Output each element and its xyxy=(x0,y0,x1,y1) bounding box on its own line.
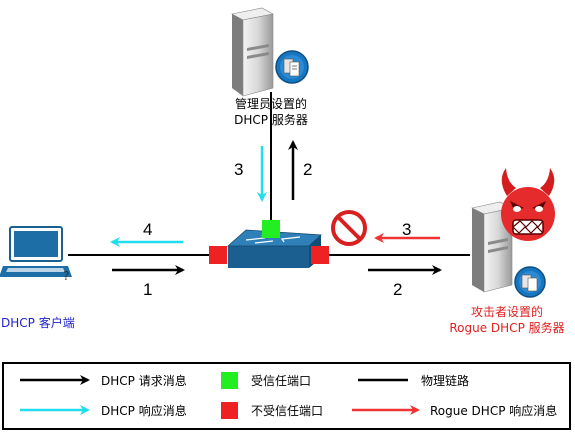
server-badge-icon xyxy=(514,266,546,298)
rogue-server: 攻击者设置的 Rogue DHCP 服务器 xyxy=(449,168,565,335)
step-2-label-right: 2 xyxy=(393,280,402,299)
admin-server-label-line1: 管理员设置的 xyxy=(235,96,307,111)
question-mark-icon: ? xyxy=(63,269,69,283)
switch xyxy=(209,220,329,268)
server-icon xyxy=(471,201,513,293)
laptop-icon xyxy=(0,226,72,277)
legend-trusted-label: 受信任端口 xyxy=(251,374,311,388)
untrusted-port-left xyxy=(209,246,227,264)
step-4-label: 4 xyxy=(143,220,152,239)
server-icon xyxy=(231,7,274,97)
untrusted-port-right xyxy=(311,246,329,264)
legend-link-label: 物理链路 xyxy=(421,373,469,388)
legend-trusted-swatch xyxy=(221,372,238,389)
step-3-label: 3 xyxy=(234,160,243,179)
devil-face-icon xyxy=(501,168,555,241)
legend-response-label: DHCP 响应消息 xyxy=(101,403,187,418)
legend: DHCP 请求消息 受信任端口 物理链路 DHCP 响应消息 不受信任端口 Ro… xyxy=(2,362,571,430)
rogue-server-label-line2: Rogue DHCP 服务器 xyxy=(449,320,564,335)
admin-server: 管理员设置的 DHCP 服务器 xyxy=(231,7,309,127)
step-2-label-up: 2 xyxy=(303,160,312,179)
legend-rogue-label: Rogue DHCP 响应消息 xyxy=(430,403,557,418)
admin-server-label-line2: DHCP 服务器 xyxy=(234,112,308,127)
step-1-label: 1 xyxy=(143,280,152,299)
client-label: DHCP 客户端 xyxy=(1,315,75,330)
trusted-port xyxy=(262,220,280,238)
no-entry-icon xyxy=(331,210,367,246)
server-badge-icon xyxy=(275,50,309,84)
rogue-server-label-line1: 攻击者设置的 xyxy=(471,304,543,319)
legend-box xyxy=(2,362,571,430)
step-3-rogue-label: 3 xyxy=(402,220,411,239)
legend-untrusted-label: 不受信任端口 xyxy=(251,404,323,418)
legend-untrusted-swatch xyxy=(221,402,238,419)
dhcp-client: ? DHCP 客户端 xyxy=(0,226,75,330)
legend-request-label: DHCP 请求消息 xyxy=(101,373,187,388)
